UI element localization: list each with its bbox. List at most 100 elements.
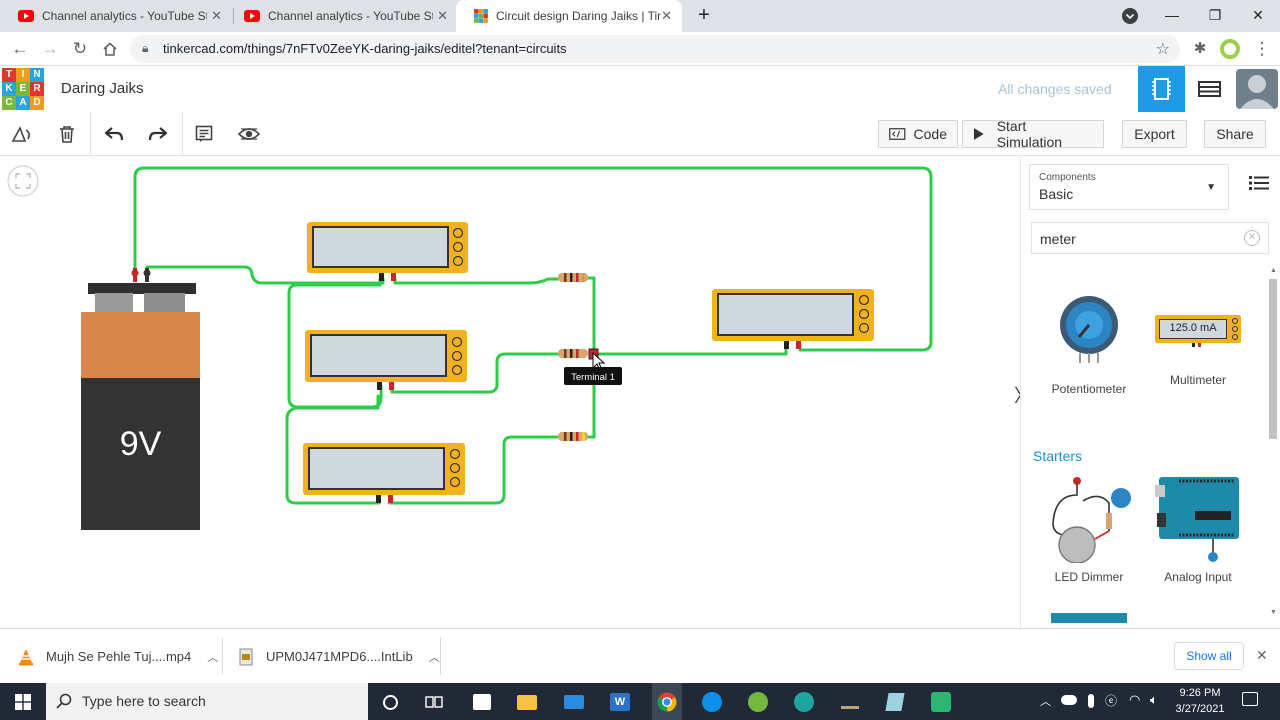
new-tab-button[interactable]: +: [698, 4, 710, 26]
file-explorer-icon[interactable]: [514, 689, 540, 715]
wire: [596, 343, 788, 356]
mail-icon[interactable]: [561, 689, 587, 715]
component-potentiometer[interactable]: Potentiometer: [1039, 295, 1139, 396]
avatar[interactable]: [1236, 69, 1278, 109]
onedrive-icon[interactable]: [1061, 695, 1077, 705]
scroll-up-icon[interactable]: ▲: [1270, 267, 1277, 274]
chevron-up-icon[interactable]: ︿: [207, 651, 219, 664]
app-icon[interactable]: [928, 689, 954, 715]
browser-tab-active[interactable]: Circuit design Daring Jaiks | Tinkercad …: [456, 0, 682, 32]
search-input[interactable]: [1040, 229, 1240, 249]
component-search[interactable]: ✕: [1031, 222, 1269, 254]
edge-icon[interactable]: [791, 689, 817, 715]
teamviewer-icon[interactable]: [699, 689, 725, 715]
close-icon[interactable]: ✕: [437, 8, 448, 23]
wire: [393, 277, 560, 285]
window-close-icon[interactable]: ✕: [1252, 7, 1264, 23]
tinkercad-favicon-icon: [474, 9, 488, 23]
undo-icon[interactable]: [100, 120, 128, 148]
wifi-icon[interactable]: ◠: [1129, 692, 1141, 707]
close-icon[interactable]: ✕: [661, 8, 672, 23]
show-all-button[interactable]: Show all: [1174, 642, 1244, 670]
design-title[interactable]: Daring Jaiks: [61, 80, 144, 97]
extension-icon[interactable]: [1220, 39, 1240, 59]
list-view-icon[interactable]: [1249, 175, 1269, 191]
multimeter[interactable]: [307, 222, 468, 281]
visibility-eye-icon[interactable]: [235, 120, 263, 148]
file-icon: [239, 648, 253, 665]
maximize-icon[interactable]: ❐: [1208, 7, 1222, 23]
redo-icon[interactable]: [144, 120, 172, 148]
clear-search-icon[interactable]: ✕: [1244, 230, 1260, 246]
logo-letter: R: [30, 82, 44, 96]
address-bar: ← → ↻ 🔒︎ tinkercad.com/things/7nFTv0ZeeY…: [0, 32, 1280, 66]
start-simulation-button[interactable]: Start Simulation: [962, 118, 1104, 150]
components-sidebar: Components Basic ▼ ✕ Potentiometer 125.0…: [1020, 157, 1280, 628]
logo-letter: A: [16, 96, 30, 110]
download-item[interactable]: UPM0J471MPD6....IntLib ︿: [238, 629, 440, 684]
windows-start-icon[interactable]: [10, 689, 36, 715]
back-icon[interactable]: ←: [11, 39, 29, 58]
bookmark-star-icon[interactable]: ☆: [1155, 41, 1170, 58]
tinkercad-logo[interactable]: T I N K E R C A D: [2, 68, 44, 110]
multimeter[interactable]: [712, 289, 874, 349]
notifications-icon[interactable]: [1242, 692, 1258, 706]
cortana-icon[interactable]: [377, 689, 403, 715]
taskbar-search[interactable]: Type here to search: [46, 683, 368, 720]
microphone-icon[interactable]: [1088, 694, 1094, 708]
utorrent-icon[interactable]: [745, 689, 771, 715]
starter-led-dimmer[interactable]: LED Dimmer: [1039, 473, 1139, 584]
forward-icon[interactable]: →: [41, 39, 59, 58]
delete-icon[interactable]: [53, 120, 81, 148]
app-icon[interactable]: [882, 689, 908, 715]
starter-analog-input[interactable]: Analog Input: [1148, 473, 1248, 584]
share-button[interactable]: Share: [1204, 120, 1266, 148]
tab-search-icon[interactable]: [1122, 8, 1138, 24]
browser-tab[interactable]: Channel analytics - YouTube Studio ✕: [226, 0, 458, 32]
download-divider: [440, 637, 441, 675]
circuit-drawing[interactable]: 9V: [0, 157, 1020, 628]
notes-icon[interactable]: [190, 120, 218, 148]
circuit-view-button[interactable]: [1138, 66, 1185, 112]
extensions-icon[interactable]: ✱: [1193, 40, 1207, 57]
code-button[interactable]: Code: [878, 120, 958, 148]
taskbar-clock[interactable]: 9:26 PM 3/27/2021: [1170, 685, 1230, 717]
app-icon[interactable]: [837, 689, 863, 715]
battery-9v[interactable]: 9V: [81, 268, 200, 530]
resistor[interactable]: [558, 348, 599, 360]
task-view-icon[interactable]: [421, 689, 447, 715]
close-icon[interactable]: ✕: [211, 8, 222, 23]
export-button[interactable]: Export: [1122, 120, 1187, 148]
tray-chevron-icon[interactable]: ︿: [1040, 696, 1051, 708]
browser-tab[interactable]: Channel analytics - YouTube Studio ✕: [0, 0, 232, 32]
word-icon[interactable]: W: [607, 689, 633, 715]
rotate-icon[interactable]: [8, 120, 36, 148]
logo-letter: C: [2, 96, 16, 110]
scroll-down-icon[interactable]: ▼: [1270, 609, 1277, 616]
component-multimeter[interactable]: 125.0 mA Multimeter: [1148, 315, 1248, 387]
fit-view-icon[interactable]: [7, 165, 39, 197]
volume-icon[interactable]: 🔈︎: [1150, 692, 1158, 707]
chevron-up-icon[interactable]: ︿: [428, 651, 440, 664]
circuit-canvas[interactable]: 9V: [0, 157, 1020, 628]
component-list-view-button[interactable]: [1187, 66, 1232, 112]
chrome-icon[interactable]: [652, 683, 682, 720]
starter-thumbnail[interactable]: [1051, 613, 1127, 623]
home-icon[interactable]: [98, 37, 122, 61]
close-downloads-icon[interactable]: ✕: [1256, 647, 1268, 663]
menu-dots-icon[interactable]: ⋮: [1253, 39, 1271, 58]
resistor[interactable]: [558, 432, 588, 441]
reload-icon[interactable]: ↻: [72, 39, 88, 58]
minimize-icon[interactable]: —: [1165, 7, 1179, 23]
components-dropdown[interactable]: Components Basic ▼: [1029, 164, 1229, 210]
download-item[interactable]: Mujh Se Pehle Tuj....mp4 ︿: [18, 629, 218, 684]
store-icon[interactable]: [469, 689, 495, 715]
browser-tab-bar: Channel analytics - YouTube Studio ✕ Cha…: [0, 0, 1280, 32]
language-icon[interactable]: ⓔ: [1105, 694, 1118, 708]
multimeter[interactable]: [305, 330, 467, 390]
sidebar-scrollbar[interactable]: ▲ ▼: [1267, 267, 1279, 619]
url-bar[interactable]: 🔒︎ tinkercad.com/things/7nFTv0ZeeYK-dari…: [130, 35, 1180, 63]
scrollbar-thumb[interactable]: [1269, 279, 1277, 439]
resistor[interactable]: [558, 273, 588, 282]
multimeter[interactable]: [303, 443, 465, 503]
